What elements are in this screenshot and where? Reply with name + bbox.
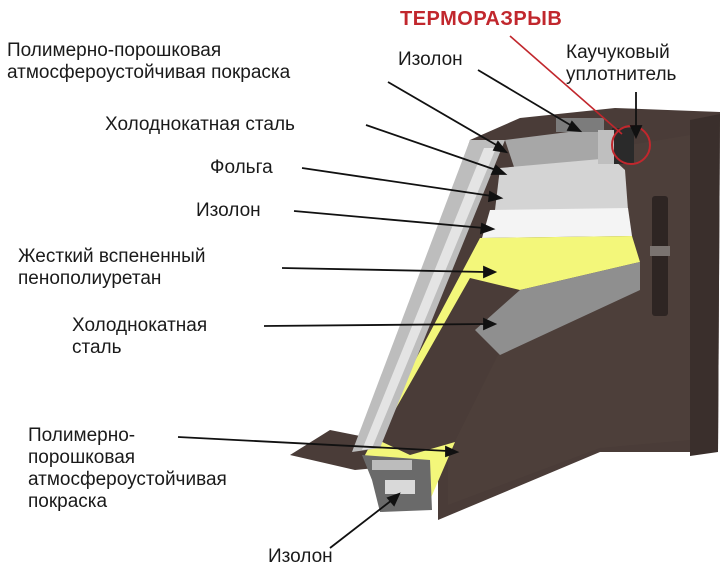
foil-layer	[495, 158, 628, 210]
arrow-paint-top	[492, 140, 509, 154]
leader-cold-steel-mid	[263, 323, 487, 327]
leader-foil	[301, 167, 493, 197]
label-rubber-seal: Каучуковый уплотнитель	[566, 42, 677, 85]
arrow-izolon-bottom	[386, 492, 401, 507]
bottom-profile-inner	[372, 460, 412, 470]
edge-strip-inner	[362, 148, 496, 450]
label-izolon-bottom: Изолон	[268, 546, 333, 567]
bottom-profile-seal	[385, 480, 415, 494]
thermal-break-pointer	[509, 35, 623, 135]
outer-steel-skin	[505, 128, 612, 170]
leader-izolon-bottom	[329, 499, 393, 549]
arrow-cold-steel-mid	[483, 317, 498, 331]
inner-steel-slab	[475, 262, 640, 355]
izolon-layer	[482, 208, 632, 238]
label-foil: Фольга	[210, 157, 273, 178]
arrow-izolon-mid	[479, 222, 496, 235]
leader-cold-steel-top	[365, 124, 497, 171]
arrow-cold-steel-top	[490, 164, 508, 175]
top-seal-gray	[598, 130, 614, 164]
arrow-foil	[487, 190, 504, 203]
leader-foam	[281, 267, 487, 273]
leader-paint-top	[387, 81, 499, 147]
label-paint-top: Полимерно-порошковая атмосфероустойчивая…	[7, 40, 291, 83]
hinge-ring	[650, 246, 670, 256]
thermal-break-title: ТЕРМОРАЗРЫВ	[400, 8, 563, 30]
leader-izolon-top	[477, 69, 573, 127]
label-foam: Жесткий вспененный пенополиуретан	[18, 246, 206, 289]
arrow-izolon-top	[566, 120, 583, 133]
top-seal	[612, 128, 634, 164]
label-paint-bottom: Полимерно- порошковая атмосфероустойчива…	[28, 425, 227, 512]
frame-edge	[690, 114, 720, 456]
arrow-paint-bottom	[445, 445, 460, 458]
arrow-rubber-seal	[629, 125, 643, 140]
label-cold-steel-mid: Холоднокатная сталь	[72, 315, 208, 358]
arrow-foam	[483, 265, 498, 279]
label-izolon-top: Изолон	[398, 49, 463, 70]
label-cold-steel-top: Холоднокатная сталь	[105, 114, 295, 135]
leader-paint-bottom	[177, 436, 449, 452]
leader-izolon-mid	[293, 210, 485, 229]
label-izolon-mid: Изолон	[196, 200, 261, 221]
